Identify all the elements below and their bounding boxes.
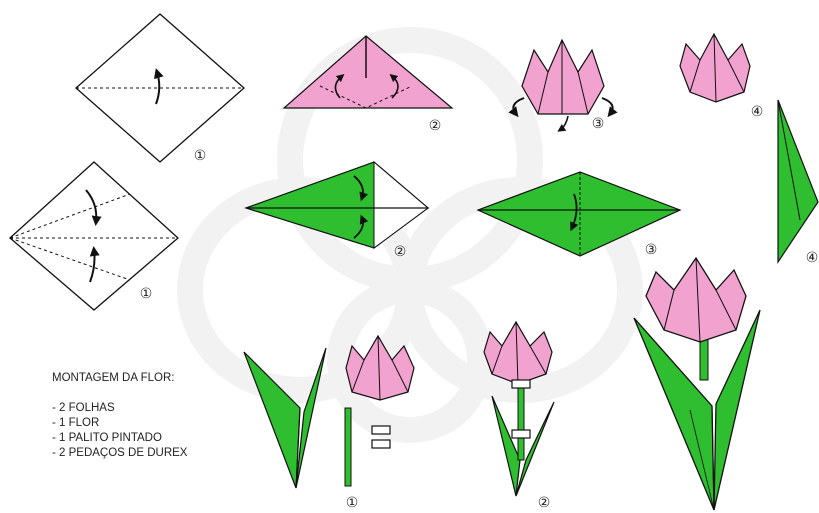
legend-item-leaves: - 2 FOLHAS xyxy=(52,402,115,414)
legend-item-tape: - 2 PEDAÇOS DE DUREX xyxy=(52,447,188,459)
leaf-step-2-number: ② xyxy=(394,244,407,260)
assembly-step-1-leaves xyxy=(244,348,326,488)
assembly-step-2-number: ② xyxy=(538,495,551,511)
assembly-step-2-tulip xyxy=(484,322,554,496)
flower-step-3-number: ③ xyxy=(592,116,605,132)
flower-step-4-number: ④ xyxy=(751,104,764,120)
legend-item-stick: - 1 PALITO PINTADO xyxy=(52,432,162,444)
flower-step-4-tulip-head xyxy=(680,34,750,102)
leaf-step-1-number: ① xyxy=(140,286,153,302)
assembly-legend: MONTAGEM DA FLOR: - 2 FOLHAS - 1 FLOR - … xyxy=(52,372,188,459)
leaf-step-3-number: ③ xyxy=(645,242,658,258)
leaf-step-4-leaf xyxy=(778,100,818,262)
flower-step-1-square xyxy=(76,14,244,162)
assembly-step-1-tulip-head xyxy=(346,336,414,400)
legend-item-flower: - 1 FLOR xyxy=(52,417,99,429)
final-tulip xyxy=(634,258,760,510)
leaf-step-4-number: ④ xyxy=(806,250,819,266)
assembly-step-1-stick xyxy=(345,408,351,486)
flower-step-1-number: ① xyxy=(194,148,207,164)
legend-title: MONTAGEM DA FLOR: xyxy=(52,372,174,384)
assembly-step-1-number: ① xyxy=(346,495,359,511)
leaf-step-1-square xyxy=(10,162,178,310)
flower-step-2-number: ② xyxy=(429,118,442,134)
